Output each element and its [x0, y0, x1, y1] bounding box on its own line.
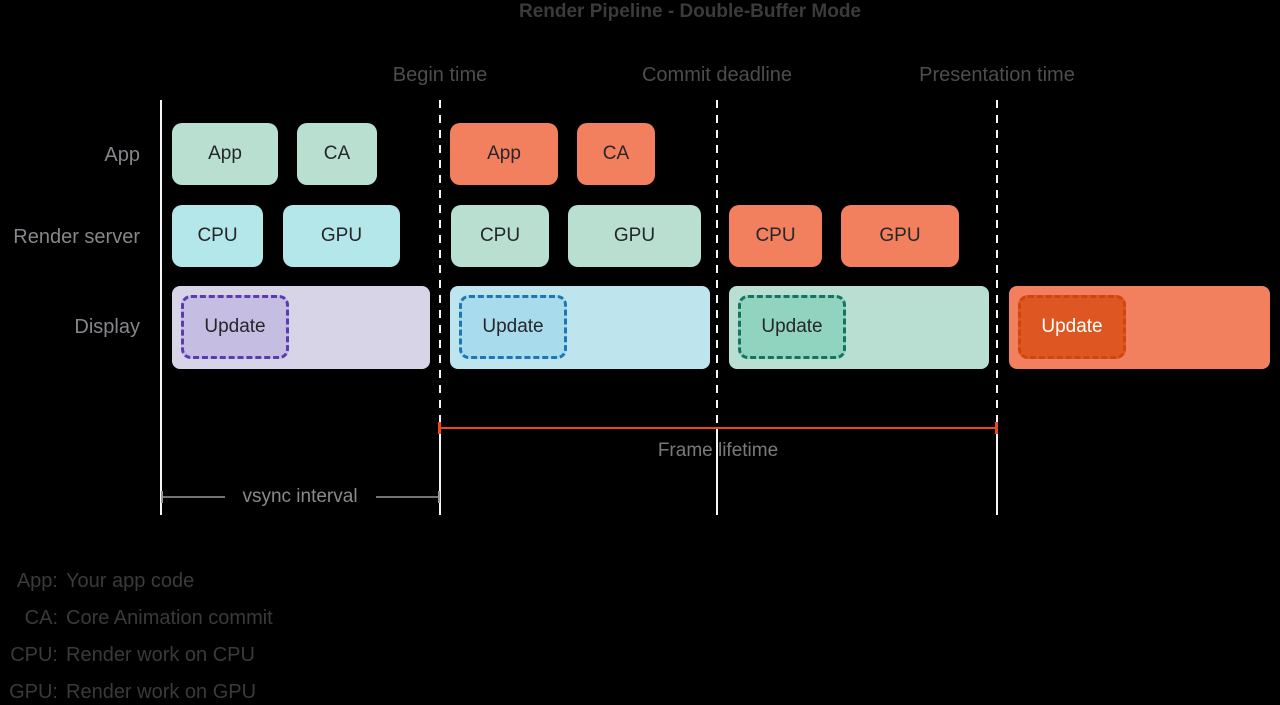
timeline-start-line	[160, 100, 162, 515]
display-bar-3: Update	[729, 286, 989, 369]
display-bar-1: Update	[172, 286, 430, 369]
marker-label-presentation-time: Presentation time	[919, 64, 1075, 86]
vsync-interval-label: vsync interval	[242, 486, 358, 507]
frame-lifetime-end-tick	[995, 422, 998, 434]
vsync-line-right	[376, 496, 438, 498]
display-bar-4: Update	[1009, 286, 1270, 369]
legend-row-ca: CA: Core Animation commit	[8, 607, 273, 629]
section2-cpu-block: CPU	[451, 205, 549, 267]
legend-abbr-cpu: CPU:	[10, 644, 58, 666]
marker-label-commit-deadline: Commit deadline	[641, 64, 793, 86]
marker-label-begin-time: Begin time	[392, 64, 488, 86]
vsync-end-tick	[438, 491, 440, 503]
presentation-time-line-dashed	[996, 100, 998, 428]
section1-ca-block: CA	[297, 123, 377, 185]
row-label-display: Display	[74, 316, 140, 338]
display-update-box-1: Update	[181, 295, 289, 359]
display-bar-2: Update	[450, 286, 710, 369]
display-update-box-4: Update	[1018, 295, 1126, 359]
legend-row-gpu: GPU: Render work on GPU	[8, 681, 273, 703]
frame-lifetime-line	[440, 427, 997, 429]
legend-abbr-app: App:	[16, 570, 58, 592]
section1-cpu-block: CPU	[172, 205, 263, 267]
section1-app-block: App	[172, 123, 278, 185]
legend-desc-gpu: Render work on GPU	[66, 681, 257, 703]
vsync-line-left	[163, 496, 225, 498]
presentation-time-line-solid	[996, 428, 998, 515]
section2-ca-block: CA	[577, 123, 655, 185]
legend: App: Your app code CA: Core Animation co…	[8, 570, 273, 705]
begin-time-line-dashed	[439, 100, 441, 428]
legend-row-app: App: Your app code	[8, 570, 273, 592]
begin-time-line-solid	[439, 428, 441, 515]
display-update-box-2: Update	[459, 295, 567, 359]
row-label-app: App	[104, 144, 140, 166]
legend-desc-cpu: Render work on CPU	[66, 644, 255, 666]
vsync-start-tick	[161, 491, 163, 503]
section2-app-block: App	[450, 123, 558, 185]
section3-gpu-block: GPU	[841, 205, 959, 267]
row-label-render-server: Render server	[13, 226, 140, 248]
legend-abbr-gpu: GPU:	[9, 681, 58, 703]
frame-lifetime-start-tick	[438, 422, 441, 434]
frame-lifetime-label: Frame lifetime	[657, 440, 779, 461]
legend-desc-app: Your app code	[66, 570, 195, 592]
legend-abbr-ca: CA:	[24, 607, 58, 629]
legend-desc-ca: Core Animation commit	[66, 607, 273, 629]
commit-deadline-line-solid	[716, 428, 718, 515]
display-update-box-3: Update	[738, 295, 846, 359]
page-title: Render Pipeline - Double-Buffer Mode	[518, 1, 862, 22]
commit-deadline-line-dashed	[716, 100, 718, 428]
section1-gpu-block: GPU	[283, 205, 400, 267]
section2-gpu-block: GPU	[568, 205, 701, 267]
legend-row-cpu: CPU: Render work on CPU	[8, 644, 273, 666]
section3-cpu-block: CPU	[729, 205, 822, 267]
